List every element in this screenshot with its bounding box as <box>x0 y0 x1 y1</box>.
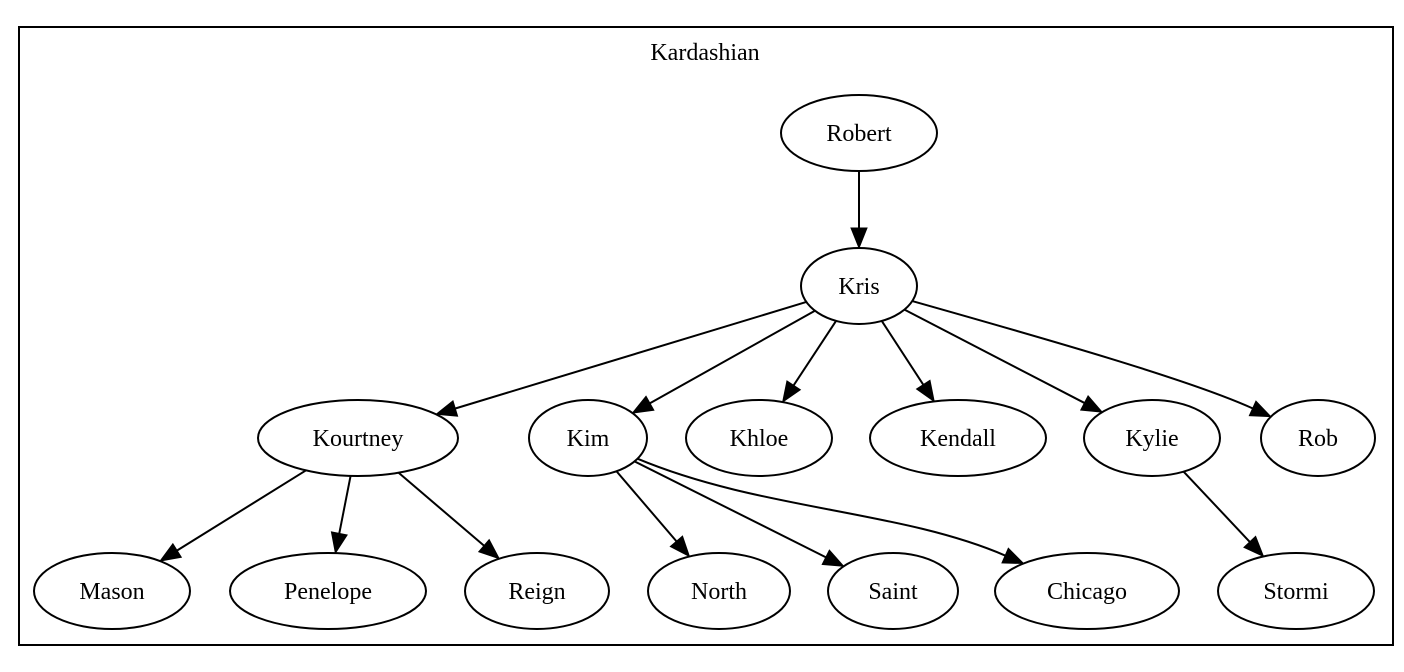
edge-line <box>634 460 827 559</box>
node-ellipse <box>1217 552 1375 630</box>
node-chicago: Chicago <box>994 552 1180 630</box>
node-ellipse <box>528 399 648 477</box>
edge-kris-rob <box>911 300 1273 418</box>
arrowhead <box>477 538 501 560</box>
node-ellipse <box>827 552 959 630</box>
arrowhead <box>1243 535 1265 558</box>
cluster-label: Kardashian <box>650 40 759 66</box>
node-reign: Reign <box>464 552 610 630</box>
node-ellipse <box>647 552 791 630</box>
node-kylie: Kylie <box>1083 399 1221 477</box>
edge-line <box>1182 470 1251 543</box>
node-kendall: Kendall <box>869 399 1047 477</box>
node-label: Khloe <box>730 426 789 452</box>
arrowhead <box>821 549 845 567</box>
edge-line <box>792 320 837 386</box>
node-ellipse <box>685 399 833 477</box>
edge-kim-north <box>615 470 691 558</box>
node-label: North <box>691 579 747 605</box>
edge-line <box>615 470 678 542</box>
arrowhead <box>158 542 183 562</box>
cluster-frame <box>18 26 1394 646</box>
node-mason: Mason <box>33 552 191 630</box>
arrowhead <box>781 380 802 404</box>
edge-kylie-stormi <box>1182 470 1265 558</box>
edge-kourtney-reign <box>397 471 501 560</box>
node-robert: Robert <box>780 94 938 172</box>
node-ellipse <box>869 399 1047 477</box>
arrowhead <box>1001 547 1025 565</box>
node-rob: Rob <box>1260 399 1376 477</box>
node-ellipse <box>1083 399 1221 477</box>
arrowhead <box>850 227 868 250</box>
node-label: Kris <box>838 274 879 300</box>
node-label: Robert <box>826 121 892 147</box>
node-label: Penelope <box>284 579 372 605</box>
edge-kim-chicago <box>637 457 1025 565</box>
edge-kris-kendall <box>880 320 935 403</box>
arrowhead <box>1079 394 1104 413</box>
node-ellipse <box>464 552 610 630</box>
node-label: Reign <box>508 579 565 605</box>
node-kris: Kris <box>800 247 918 325</box>
arrowhead <box>1248 400 1273 418</box>
edge-kourtney-mason <box>158 469 307 562</box>
node-ellipse <box>780 94 938 172</box>
node-ellipse <box>994 552 1180 630</box>
edge-robert-kris <box>850 171 868 250</box>
node-north: North <box>647 552 791 630</box>
edge-line <box>911 300 1254 410</box>
node-label: Kourtney <box>313 426 404 452</box>
node-ellipse <box>257 399 459 477</box>
node-ellipse <box>1260 399 1376 477</box>
node-ellipse <box>800 247 918 325</box>
arrowhead <box>669 535 691 558</box>
edge-line <box>176 469 307 552</box>
edge-line <box>338 475 352 534</box>
arrowhead <box>631 395 655 414</box>
node-label: Rob <box>1298 426 1338 452</box>
edge-line <box>880 320 925 386</box>
node-saint: Saint <box>827 552 959 630</box>
node-label: Kim <box>567 426 610 452</box>
arrowhead <box>330 531 348 555</box>
edge-kris-kourtney <box>434 301 807 417</box>
edge-line <box>637 457 1006 557</box>
node-label: Saint <box>868 579 918 605</box>
node-stormi: Stormi <box>1217 552 1375 630</box>
node-kourtney: Kourtney <box>257 399 459 477</box>
node-ellipse <box>229 552 427 630</box>
edges-layer <box>158 171 1273 567</box>
node-penelope: Penelope <box>229 552 427 630</box>
node-label: Chicago <box>1047 579 1127 605</box>
edge-line <box>649 309 816 405</box>
edge-line <box>397 471 485 547</box>
edge-kris-kim <box>631 309 816 414</box>
arrowhead <box>915 379 935 403</box>
edge-kourtney-penelope <box>330 475 352 555</box>
edge-kris-kylie <box>904 308 1104 413</box>
edge-line <box>904 308 1085 404</box>
node-label: Stormi <box>1263 579 1329 605</box>
node-label: Kendall <box>920 426 996 452</box>
edge-line <box>454 301 807 410</box>
edge-kris-khloe <box>781 320 837 404</box>
node-label: Kylie <box>1125 426 1178 452</box>
edge-kim-saint <box>634 460 845 567</box>
node-ellipse <box>33 552 191 630</box>
node-kim: Kim <box>528 399 648 477</box>
node-khloe: Khloe <box>685 399 833 477</box>
node-label: Mason <box>79 579 144 605</box>
arrowhead <box>434 399 459 417</box>
